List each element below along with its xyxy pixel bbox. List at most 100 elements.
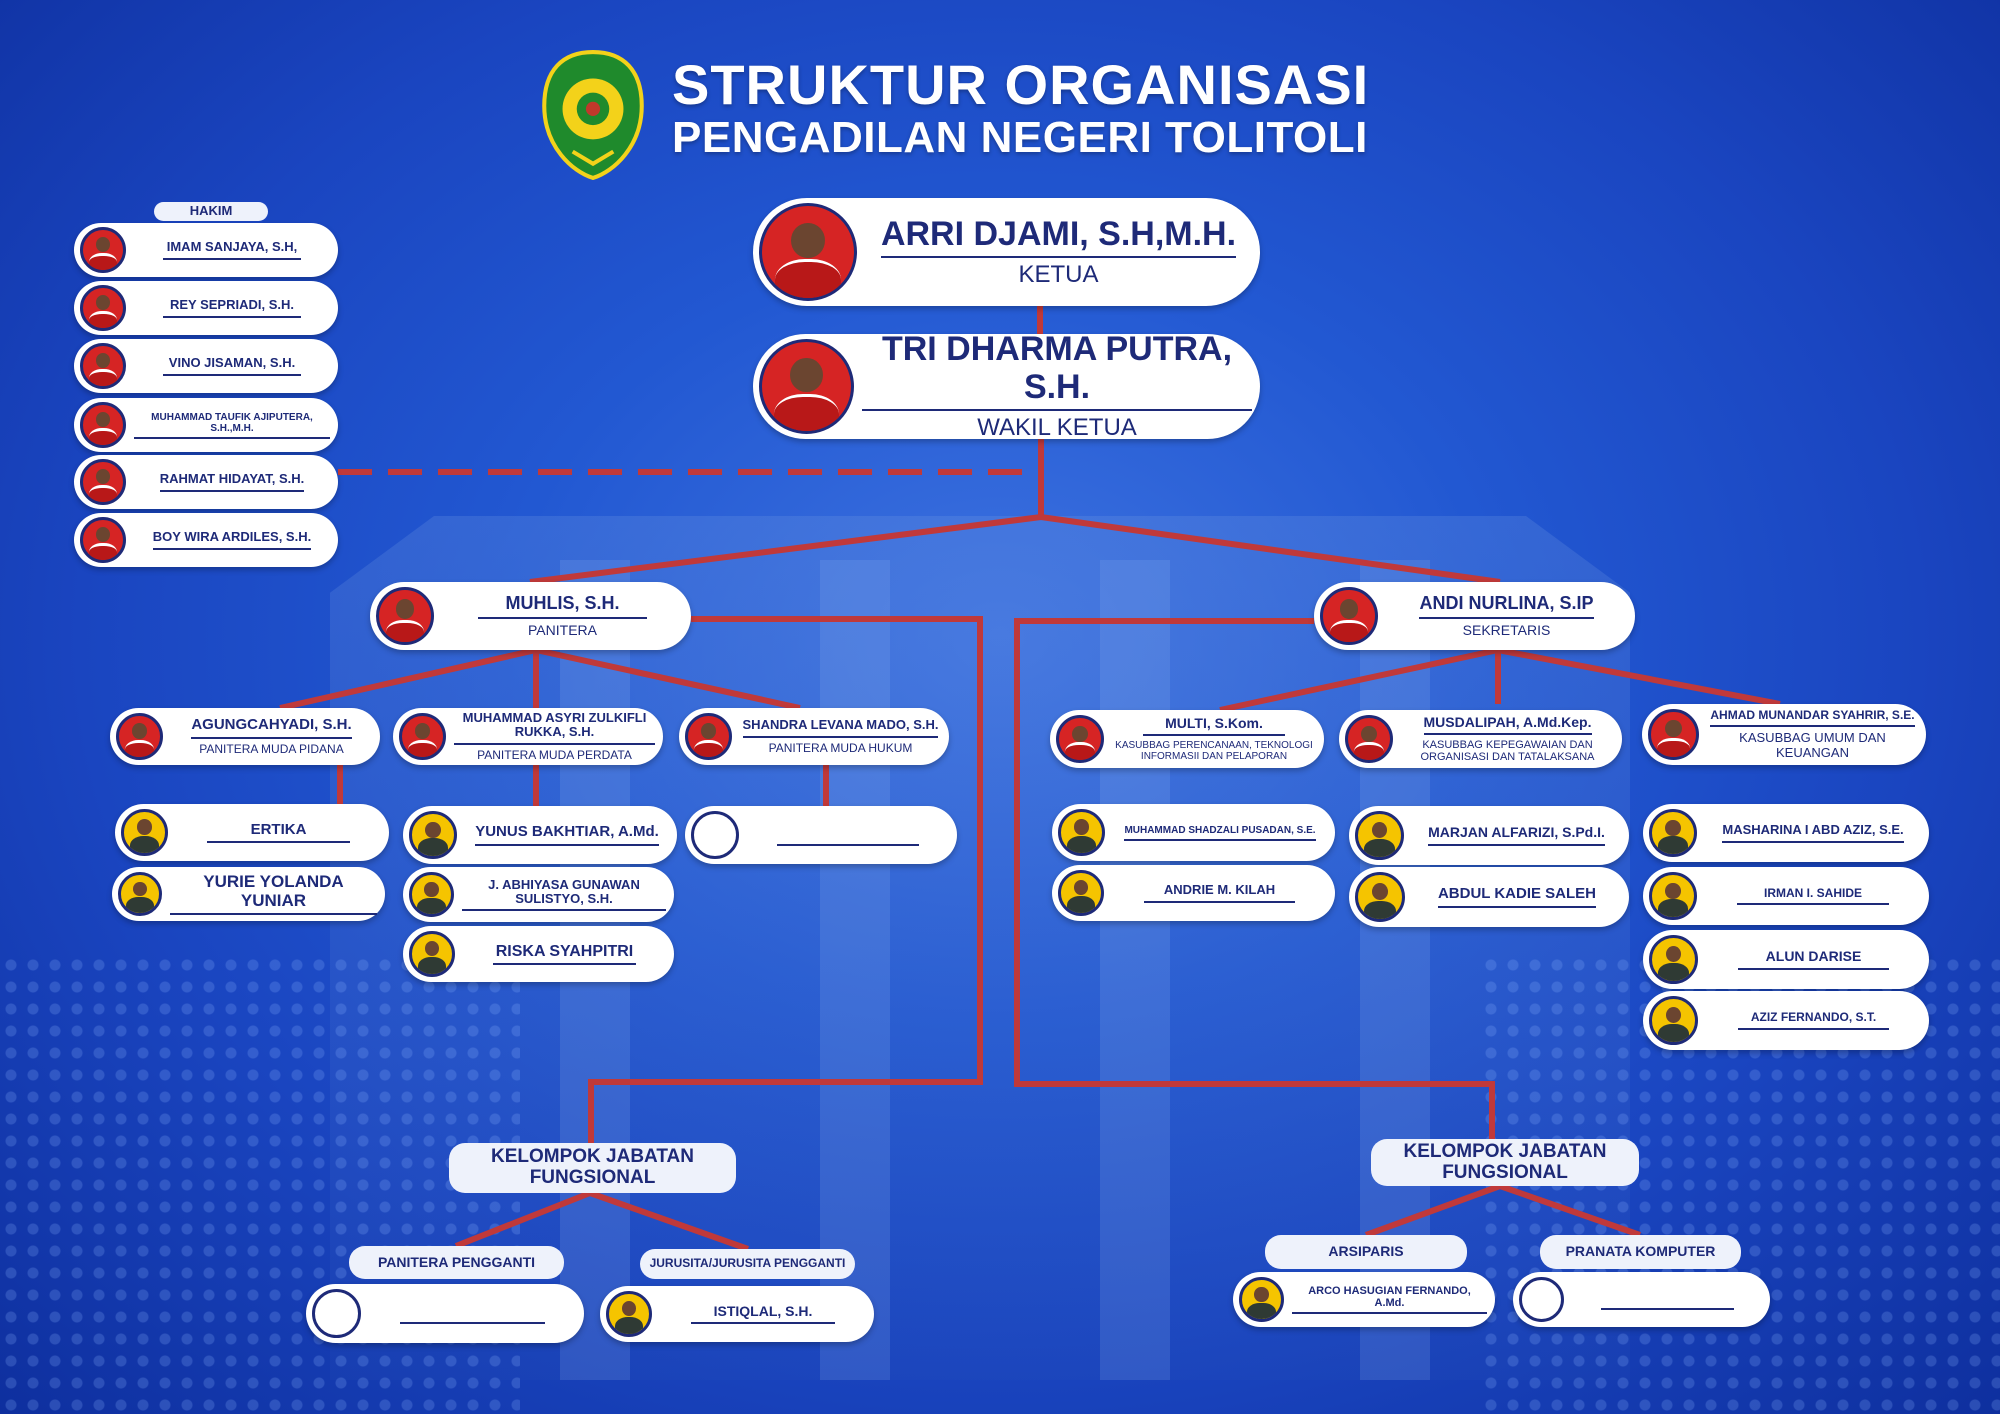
person-name: MUHLIS, S.H.: [478, 593, 647, 619]
person-photo: [80, 459, 126, 505]
person-name: MULTI, S.Kom.: [1142, 715, 1286, 737]
kasubbag-card: MULTI, S.Kom. KASUBBAG PERENCANAAN, TEKNO…: [1050, 710, 1324, 768]
person-name: TRI DHARMA PUTRA, S.H.: [862, 331, 1252, 412]
panitera-muda-card: AGUNGCAHYADI, S.H.PANITERA MUDA PIDANA: [110, 708, 380, 765]
card-text: MASHARINA I ABD AZIZ, S.E.: [1697, 823, 1929, 843]
card-text: MULTI, S.Kom. KASUBBAG PERENCANAAN, TEKNO…: [1104, 715, 1324, 763]
position-title: KASUBBAG PERENCANAAN, TEKNOLOGI INFORMAS…: [1115, 740, 1313, 763]
person-name: RAHMAT HIDAYAT, S.H.: [159, 472, 305, 492]
title-line1: STRUKTUR ORGANISASI: [672, 53, 1370, 116]
hakim-card: MUHAMMAD TAUFIK AJIPUTERA, S.H.,M.H.: [74, 398, 338, 452]
person-name: [777, 824, 919, 846]
staff-card: MUHAMMAD SHADZALI PUSADAN, S.E.: [1052, 804, 1335, 861]
card-text: J. ABHIYASA GUNAWAN SULISTYO, S.H.: [454, 877, 674, 912]
person-name: ARRI DJAMI, S.H,M.H.: [880, 215, 1237, 258]
staff-card: ABDUL KADIE SALEH: [1349, 867, 1629, 927]
person-name: IMAM SANJAYA, S.H,: [163, 240, 301, 260]
panitera-pengganti-label: PANITERA PENGGANTI: [349, 1246, 564, 1279]
card-text: MUSDALIPAH, A.Md.Kep.KASUBBAG KEPEGAWAIA…: [1393, 714, 1622, 764]
card-text: MUHLIS, S.H.PANITERA: [434, 593, 691, 638]
empty-photo-placeholder: [691, 811, 739, 859]
background-pillar: [1100, 560, 1170, 1380]
staff-card: ERTIKA: [115, 804, 389, 861]
staff-card-empty: [685, 806, 957, 864]
staff-card: AZIZ FERNANDO, S.T.: [1643, 991, 1929, 1050]
person-photo: [80, 402, 126, 448]
person-name: AGUNGCAHYADI, S.H.: [191, 717, 352, 739]
panitera-muda-card: SHANDRA LEVANA MADO, S.H.PANITERA MUDA H…: [679, 708, 949, 765]
arsiparis-card: ARCO HASUGIAN FERNANDO, A.Md.: [1233, 1272, 1495, 1327]
person-photo: [606, 1291, 652, 1337]
person-photo: [685, 713, 732, 760]
card-text: AHMAD MUNANDAR SYAHRIR, S.E.KASUBBAG UMU…: [1699, 708, 1926, 760]
person-photo: [116, 713, 163, 760]
hakim-card: VINO JISAMAN, S.H.: [74, 339, 338, 393]
card-text: MARJAN ALFARIZI, S.Pd.I.: [1404, 824, 1629, 846]
person-name: ARCO HASUGIAN FERNANDO, A.Md.: [1292, 1285, 1487, 1315]
person-photo: [759, 339, 854, 434]
person-photo: [118, 872, 162, 916]
person-photo: [1239, 1277, 1284, 1322]
person-photo: [1649, 809, 1697, 857]
card-text: SHANDRA LEVANA MADO, S.H.PANITERA MUDA H…: [732, 717, 949, 754]
position-title: PANITERA MUDA PERDATA: [477, 747, 632, 762]
card-text: MUHAMMAD TAUFIK AJIPUTERA, S.H.,M.H.: [126, 412, 338, 439]
person-photo: [759, 203, 857, 301]
person-name: ANDRIE M. KILAH: [1144, 883, 1295, 903]
person-name: MUHAMMAD ASYRI ZULKIFLI RUKKA, S.H.: [454, 711, 655, 745]
card-text: [739, 824, 957, 846]
position-title: KETUA: [1018, 261, 1099, 288]
person-photo: [409, 811, 457, 859]
person-name: BOY WIRA ARDILES, S.H.: [152, 530, 312, 550]
person-name: ERTIKA: [206, 821, 351, 844]
person-name: REY SEPRIADI, S.H.: [163, 298, 301, 318]
person-name: ALUN DARISE: [1738, 948, 1889, 970]
person-name: YUNUS BAKHTIAR, A.Md.: [475, 824, 659, 846]
card-text: REY SEPRIADI, S.H.: [126, 298, 338, 318]
position-title: KASUBBAG UMUM DAN KEUANGAN: [1739, 730, 1886, 760]
person-photo: [1355, 811, 1404, 860]
person-name: YURIE YOLANDA YUNIAR: [170, 872, 377, 916]
panitera-pengganti-card: [306, 1284, 584, 1343]
person-photo: [1056, 715, 1104, 763]
person-photo: [409, 931, 455, 977]
hakim-label: HAKIM: [154, 202, 268, 221]
person-photo: [121, 809, 168, 856]
person-photo: [80, 285, 126, 331]
staff-card: J. ABHIYASA GUNAWAN SULISTYO, S.H.: [403, 867, 674, 922]
person-photo: [1320, 587, 1378, 645]
court-logo: [542, 50, 644, 180]
title-line2: PENGADILAN NEGERI TOLITOLI: [672, 113, 1368, 162]
kasubbag-card: AHMAD MUNANDAR SYAHRIR, S.E.KASUBBAG UMU…: [1642, 704, 1926, 765]
person-name: MARJAN ALFARIZI, S.Pd.I.: [1428, 824, 1605, 846]
card-text: ERTIKA: [168, 821, 389, 844]
person-photo: [376, 587, 434, 645]
kasubbag-card: MUSDALIPAH, A.Md.Kep.KASUBBAG KEPEGAWAIA…: [1339, 710, 1622, 768]
card-text: IMAM SANJAYA, S.H,: [126, 240, 338, 260]
card-text: YURIE YOLANDA YUNIAR: [162, 872, 385, 916]
card-text: BOY WIRA ARDILES, S.H.: [126, 530, 338, 550]
person-name: MUSDALIPAH, A.Md.Kep.: [1423, 714, 1592, 736]
card-text: TRI DHARMA PUTRA, S.H.WAKIL KETUA: [854, 331, 1260, 441]
card-text: MUHAMMAD SHADZALI PUSADAN, S.E.: [1105, 825, 1335, 841]
person-name: AHMAD MUNANDAR SYAHRIR, S.E.: [1710, 708, 1915, 728]
person-photo: [1345, 715, 1393, 763]
card-text: ARCO HASUGIAN FERNANDO, A.Md.: [1284, 1285, 1495, 1315]
person-photo: [1355, 872, 1405, 922]
person-name: [1600, 1289, 1734, 1310]
empty-photo-placeholder: [312, 1289, 361, 1338]
card-text: AZIZ FERNANDO, S.T.: [1698, 1011, 1929, 1030]
empty-photo-placeholder: [1519, 1277, 1564, 1322]
card-text: ANDRIE M. KILAH: [1104, 883, 1335, 903]
pranata-komputer-card: [1513, 1272, 1770, 1327]
person-photo: [1649, 996, 1698, 1045]
person-name: VINO JISAMAN, S.H.: [163, 356, 301, 376]
person-name: MUHAMMAD SHADZALI PUSADAN, S.E.: [1124, 825, 1316, 841]
person-name: AZIZ FERNANDO, S.T.: [1738, 1011, 1889, 1030]
card-text: RISKA SYAHPITRI: [455, 943, 674, 966]
person-photo: [1058, 870, 1104, 916]
staff-card: IRMAN I. SAHIDE: [1643, 867, 1929, 925]
arsiparis-label: ARSIPARIS: [1265, 1235, 1467, 1269]
